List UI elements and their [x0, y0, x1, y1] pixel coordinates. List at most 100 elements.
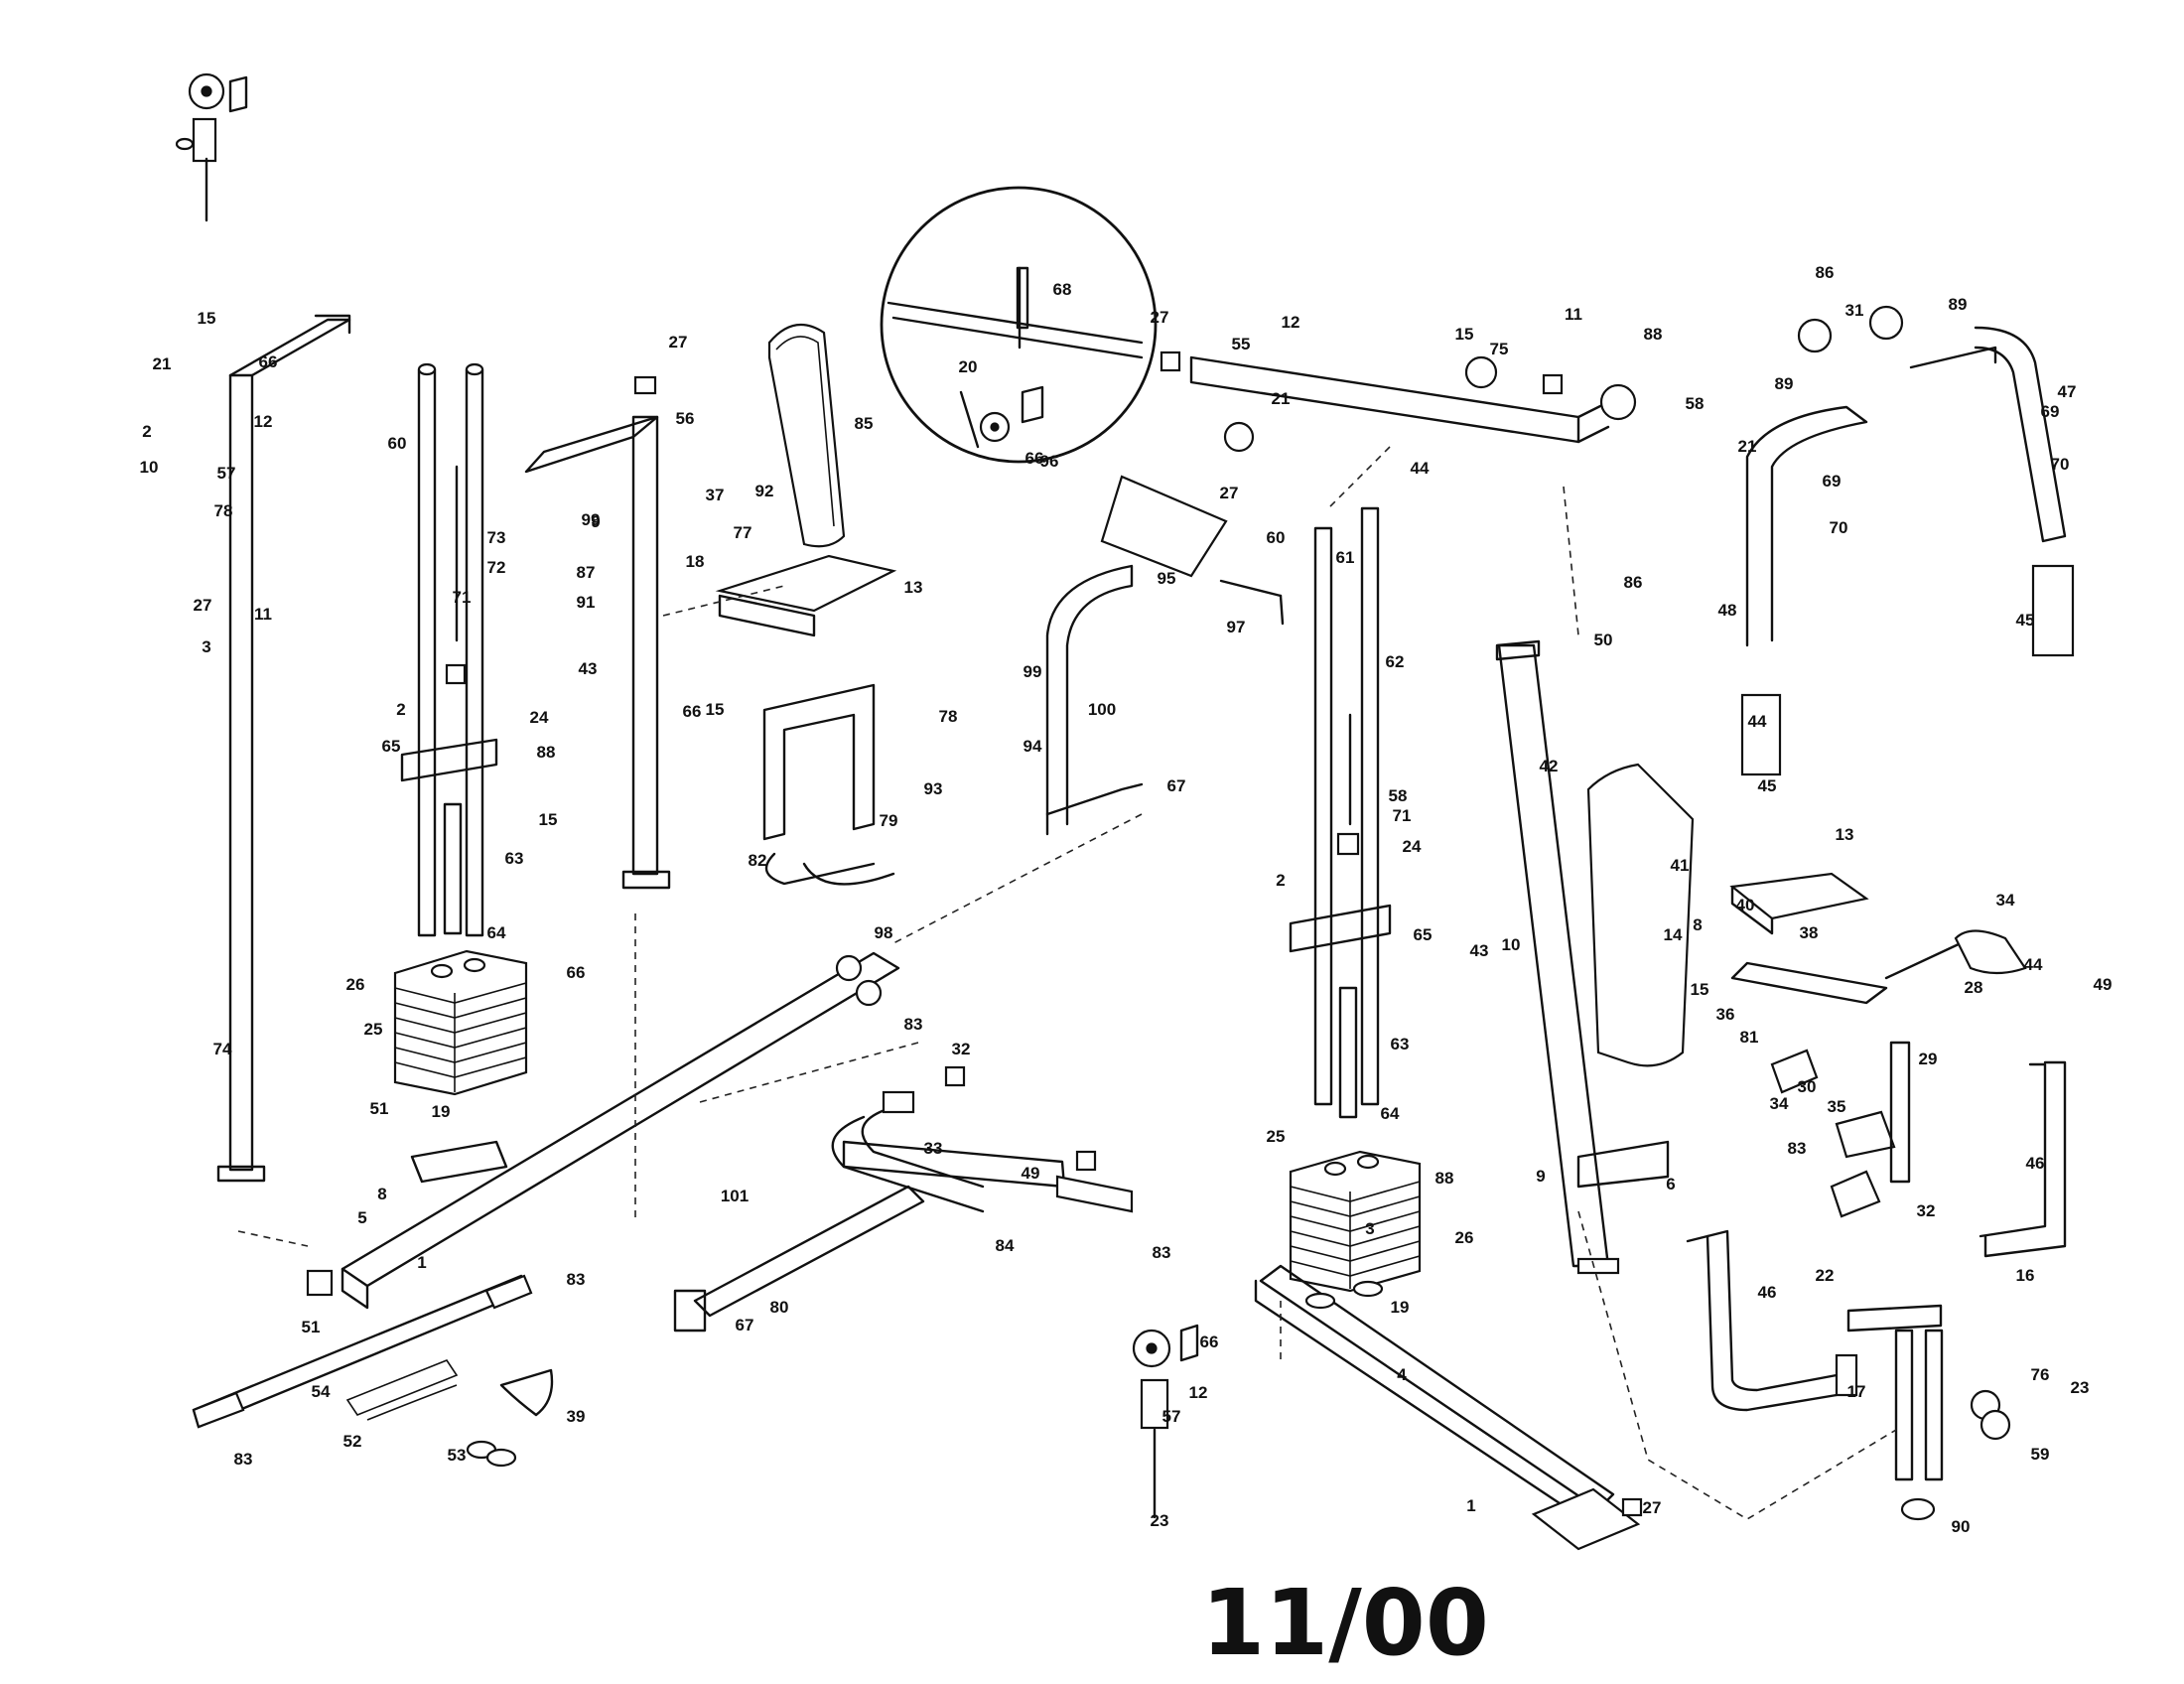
part-label-78: 78: [214, 501, 233, 520]
upright-74: [216, 314, 351, 1183]
part-label-82: 82: [749, 851, 767, 870]
part-label-62: 62: [1386, 652, 1405, 671]
part-label-89: 89: [1949, 295, 1968, 314]
part-label-25: 25: [1267, 1127, 1286, 1146]
part-label-10: 10: [1502, 935, 1521, 954]
seat-frame-left: [715, 554, 897, 886]
part-label-65: 65: [1414, 925, 1433, 944]
upright-42: [1495, 639, 1670, 1275]
part-label-66: 66: [1025, 449, 1044, 468]
part-label-66: 66: [1200, 1333, 1219, 1351]
pulley-assembly-top-left: [175, 72, 248, 222]
part-label-95: 95: [1158, 569, 1176, 588]
part-label-12: 12: [1189, 1383, 1208, 1402]
part-label-85: 85: [855, 414, 874, 433]
part-label-42: 42: [1540, 757, 1559, 775]
leg-extension-84: [673, 1065, 1134, 1333]
part-label-3: 3: [1365, 1219, 1374, 1238]
part-label-58: 58: [1686, 394, 1705, 413]
part-label-56: 56: [676, 409, 695, 428]
part-label-64: 64: [487, 923, 506, 942]
part-label-8: 8: [377, 1185, 386, 1203]
part-label-39: 39: [567, 1407, 586, 1426]
part-label-9: 9: [1536, 1167, 1545, 1186]
guide-rods-62: [1289, 506, 1392, 1119]
part-label-21: 21: [1738, 437, 1757, 456]
part-label-96: 96: [1040, 452, 1059, 471]
part-label-101: 101: [721, 1187, 749, 1205]
part-label-11: 11: [1565, 305, 1582, 324]
part-label-27: 27: [1643, 1498, 1662, 1517]
base-tube-5: [306, 951, 900, 1310]
part-label-48: 48: [1718, 601, 1737, 620]
assembly-lines: [237, 446, 1897, 1520]
part-label-3: 3: [202, 637, 210, 656]
part-label-2: 2: [396, 700, 405, 719]
part-label-88: 88: [1435, 1169, 1454, 1188]
part-label-13: 13: [904, 578, 923, 597]
part-label-2: 2: [1276, 871, 1285, 890]
part-label-93: 93: [924, 779, 943, 798]
part-label-22: 22: [1816, 1266, 1835, 1285]
part-label-1: 1: [1466, 1496, 1475, 1515]
part-label-70: 70: [1830, 518, 1848, 537]
part-label-68: 68: [1053, 280, 1072, 299]
part-label-66: 66: [259, 352, 278, 371]
part-label-57: 57: [217, 464, 236, 483]
part-label-21: 21: [1272, 389, 1291, 408]
part-label-70: 70: [2051, 455, 2070, 474]
part-label-37: 37: [706, 486, 725, 504]
part-label-47: 47: [2058, 382, 2077, 401]
part-label-17: 17: [1847, 1382, 1866, 1401]
part-label-88: 88: [1644, 325, 1663, 344]
part-label-43: 43: [579, 659, 598, 678]
part-label-60: 60: [388, 434, 407, 453]
part-label-20: 20: [959, 357, 978, 376]
leg-frame-46: [1686, 1060, 2067, 1412]
part-label-72: 72: [487, 558, 506, 577]
part-label-99: 99: [582, 510, 601, 529]
part-label-15: 15: [1455, 325, 1474, 344]
part-label-97: 97: [1227, 618, 1246, 636]
part-label-41: 41: [1671, 856, 1690, 875]
part-label-44: 44: [1748, 712, 1767, 731]
part-label-27: 27: [669, 333, 688, 351]
part-label-54: 54: [312, 1382, 331, 1401]
part-label-61: 61: [1336, 548, 1355, 567]
part-label-28: 28: [1965, 978, 1983, 997]
backrest-41: [1586, 763, 1695, 1067]
part-label-12: 12: [1282, 313, 1300, 332]
part-label-79: 79: [880, 811, 898, 830]
part-label-64: 64: [1381, 1104, 1400, 1123]
part-label-59: 59: [2031, 1445, 2050, 1464]
part-label-77: 77: [734, 523, 752, 542]
part-label-27: 27: [194, 596, 212, 615]
part-label-51: 51: [302, 1318, 321, 1336]
part-label-32: 32: [952, 1040, 971, 1058]
part-label-30: 30: [1798, 1077, 1817, 1096]
part-label-66: 66: [683, 702, 702, 721]
part-label-15: 15: [539, 810, 558, 829]
part-label-49: 49: [1022, 1164, 1040, 1183]
part-label-58: 58: [1389, 786, 1408, 805]
part-label-99: 99: [1024, 662, 1042, 681]
part-label-45: 45: [1758, 776, 1777, 795]
part-label-66: 66: [567, 963, 586, 982]
part-label-12: 12: [254, 412, 273, 431]
part-label-44: 44: [1411, 459, 1430, 478]
part-label-91: 91: [577, 593, 596, 612]
part-label-34: 34: [1770, 1094, 1789, 1113]
part-label-2: 2: [142, 422, 151, 441]
seat-right: [1729, 872, 2027, 1005]
part-label-63: 63: [1391, 1035, 1410, 1053]
part-label-71: 71: [453, 588, 472, 607]
part-label-layer: 1122233456889910101111121212131314151515…: [140, 263, 2113, 1536]
part-label-6: 6: [1666, 1175, 1675, 1193]
part-label-50: 50: [1594, 631, 1613, 649]
part-label-23: 23: [1151, 1511, 1169, 1530]
part-label-83: 83: [567, 1270, 586, 1289]
weight-stack-left: [393, 949, 528, 1096]
part-label-75: 75: [1490, 340, 1509, 358]
part-label-19: 19: [1391, 1298, 1410, 1317]
accessories: [192, 1274, 554, 1468]
